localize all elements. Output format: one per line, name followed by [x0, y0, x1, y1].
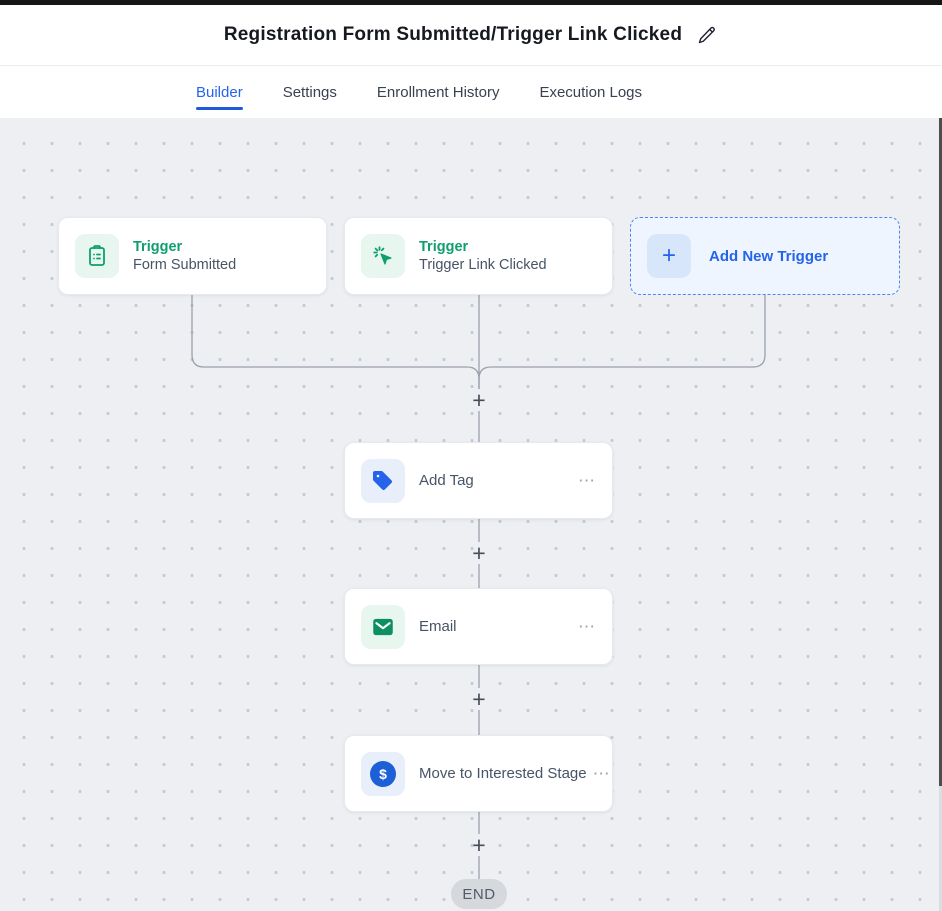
trigger-node-link-clicked[interactable]: Trigger Trigger Link Clicked: [344, 217, 613, 295]
cursor-click-icon: [371, 244, 395, 268]
edit-title-button[interactable]: [696, 24, 718, 46]
tab-settings[interactable]: Settings: [283, 67, 337, 118]
page-title: Registration Form Submitted/Trigger Link…: [223, 24, 683, 45]
trigger-node-text: Trigger Trigger Link Clicked: [419, 239, 547, 273]
action-menu-ellipsis-icon[interactable]: ⋯: [578, 616, 596, 636]
scrollbar-thumb[interactable]: [939, 118, 942, 786]
action-name: Move to Interested Stage: [419, 765, 587, 782]
workflow-canvas[interactable]: Trigger Form Submitted Trigger Trigger L…: [0, 118, 942, 911]
canvas-scrollbar[interactable]: [939, 118, 942, 911]
end-label: END: [462, 885, 496, 903]
trigger-node-form-submitted[interactable]: Trigger Form Submitted: [58, 217, 327, 295]
tab-settings-label: Settings: [282, 84, 337, 101]
trigger-icon-box: [361, 234, 405, 278]
add-new-trigger-label: Add New Trigger: [709, 247, 829, 265]
action-name: Email: [419, 618, 457, 635]
tag-icon: [371, 469, 395, 493]
envelope-icon: [370, 614, 396, 640]
workflow-tabbar: Builder Settings Enrollment History Exec…: [0, 67, 942, 118]
trigger-type-label: Trigger: [419, 239, 469, 255]
trigger-node-text: Trigger Form Submitted: [133, 239, 236, 273]
active-tab-underline: [196, 107, 243, 110]
tab-enrollment-history[interactable]: Enrollment History: [377, 67, 500, 118]
dollar-circle-icon: $: [370, 760, 396, 787]
plus-icon: +: [661, 242, 676, 269]
trigger-icon-box: [75, 234, 119, 278]
trigger-name: Trigger Link Clicked: [419, 257, 547, 273]
action-icon-box: [361, 458, 405, 503]
add-trigger-icon-box: +: [647, 234, 691, 278]
action-node-move-stage[interactable]: $ Move to Interested Stage ⋯: [344, 735, 613, 812]
action-menu-ellipsis-icon[interactable]: ⋯: [578, 470, 596, 490]
add-step-button-3[interactable]: +: [467, 687, 491, 711]
action-node-email[interactable]: Email ⋯: [344, 588, 613, 665]
plus-icon: +: [472, 539, 486, 566]
tab-execution-logs[interactable]: Execution Logs: [539, 67, 642, 118]
action-icon-box: $: [361, 751, 405, 796]
plus-icon: +: [472, 685, 486, 712]
trigger-name: Form Submitted: [133, 257, 237, 273]
pencil-icon: [697, 25, 717, 45]
add-step-button-4[interactable]: +: [467, 833, 491, 857]
add-step-button-2[interactable]: +: [467, 541, 491, 565]
clipboard-list-icon: [85, 244, 109, 268]
add-step-button-1[interactable]: +: [467, 388, 491, 412]
tab-execution-logs-label: Execution Logs: [539, 84, 643, 101]
action-menu-ellipsis-icon[interactable]: ⋯: [592, 763, 611, 783]
workflow-header: Registration Form Submitted/Trigger Link…: [0, 5, 942, 66]
tab-builder-label: Builder: [196, 84, 243, 101]
plus-icon: +: [472, 831, 486, 858]
end-node: END: [451, 879, 507, 909]
action-node-add-tag[interactable]: Add Tag ⋯: [344, 442, 613, 519]
window-top-bar: [0, 0, 942, 5]
action-icon-box: [361, 604, 405, 649]
trigger-type-label: Trigger: [133, 239, 183, 255]
plus-icon: +: [472, 386, 486, 413]
action-name: Add Tag: [419, 472, 474, 489]
add-new-trigger-button[interactable]: + Add New Trigger: [630, 217, 900, 295]
tab-builder[interactable]: Builder: [196, 67, 243, 118]
tab-enrollment-history-label: Enrollment History: [376, 84, 500, 101]
